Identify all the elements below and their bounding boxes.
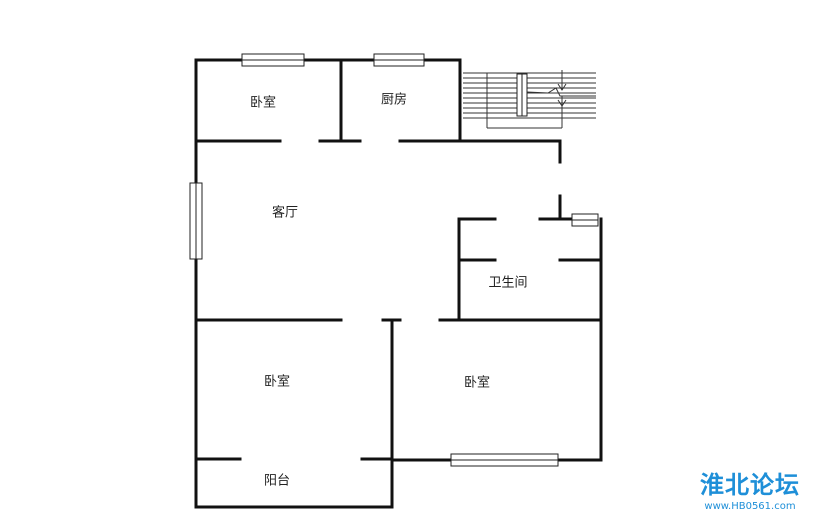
label-bedroom-bottom-right: 卧室 [464, 375, 490, 391]
watermark-url: www.HB0561.com [704, 501, 796, 512]
walls [194, 58, 603, 509]
staircase [463, 70, 596, 129]
label-living-room: 客厅 [272, 205, 298, 221]
window-bathroom [571, 213, 599, 227]
label-balcony: 阳台 [264, 474, 290, 489]
windows [189, 53, 599, 467]
label-bedroom-top: 卧室 [250, 95, 276, 111]
label-kitchen: 厨房 [381, 92, 407, 108]
room-labels: 卧室 厨房 客厅 卫生间 卧室 卧室 阳台 [250, 92, 528, 489]
label-bathroom: 卫生间 [488, 276, 527, 291]
watermark-logo: 淮北论坛 www.HB0561.com [690, 469, 810, 515]
window-bottom-bedroom [450, 453, 559, 467]
watermark-title: 淮北论坛 [700, 471, 800, 499]
window-top-bedroom [241, 53, 305, 67]
window-living-left [189, 182, 203, 260]
window-kitchen [373, 53, 425, 67]
label-bedroom-bottom-left: 卧室 [264, 374, 290, 390]
